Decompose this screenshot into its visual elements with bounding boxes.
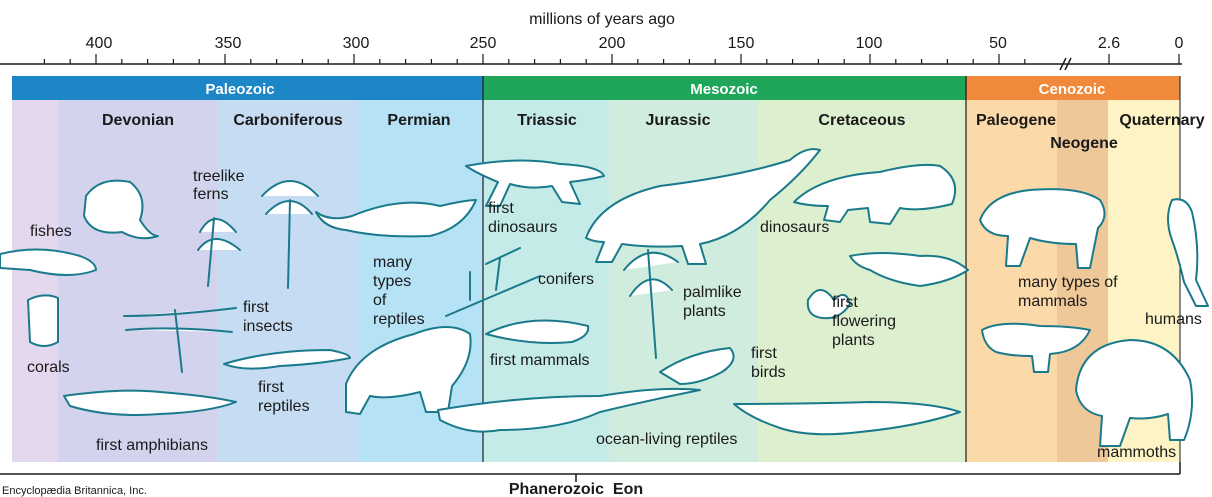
label-many-mammals-line2: mammals (1018, 293, 1087, 310)
period-label-permian: Permian (387, 112, 450, 129)
period-label-jurassic: Jurassic (646, 112, 711, 129)
axis-title: millions of years ago (529, 11, 675, 28)
tick-label-400: 400 (86, 35, 113, 52)
label-flowering-line1: first (832, 294, 858, 311)
eon-bracket: Phanerozoic Eon (0, 462, 1180, 497)
tick-label-200: 200 (599, 35, 626, 52)
label-palmlike-line2: plants (683, 303, 726, 320)
band-early-devonian (12, 100, 58, 462)
label-first-amphibians: first amphibians (96, 437, 208, 454)
label-palmlike-line1: palmlike (683, 284, 742, 301)
label-many-types-line3: of (373, 292, 387, 309)
label-flowering-line3: plants (832, 332, 875, 349)
era-bars: Paleozoic Mesozoic Cenozoic (12, 76, 1180, 100)
label-first-insects-line2: insects (243, 318, 293, 335)
tick-label-250: 250 (470, 35, 497, 52)
label-treelike-line1: treelike (193, 168, 245, 185)
label-many-mammals-line1: many types of (1018, 274, 1118, 291)
era-label-cenozoic: Cenozoic (1039, 81, 1106, 98)
label-first-reptiles-line1: first (258, 379, 284, 396)
tick-label-300: 300 (343, 35, 370, 52)
period-label-neogene: Neogene (1050, 135, 1118, 152)
tick-label-50: 50 (989, 35, 1007, 52)
label-ocean-living-reptiles: ocean-living reptiles (596, 431, 737, 448)
label-flowering-line2: flowering (832, 313, 896, 330)
credit-text: Encyclopædia Britannica, Inc. (2, 485, 147, 497)
period-label-cretaceous: Cretaceous (818, 112, 905, 129)
eon-label: Phanerozoic Eon (509, 481, 643, 497)
label-mammoths: mammoths (1097, 444, 1176, 461)
era-label-mesozoic: Mesozoic (690, 81, 758, 98)
period-label-triassic: Triassic (517, 112, 577, 129)
era-label-paleozoic: Paleozoic (205, 81, 274, 98)
label-dinosaurs: dinosaurs (760, 219, 829, 236)
label-first-birds-line1: first (751, 345, 777, 362)
label-first-dinosaurs-line2: dinosaurs (488, 219, 557, 236)
label-first-birds-line2: birds (751, 364, 786, 381)
tick-label-150: 150 (728, 35, 755, 52)
label-many-types-line4: reptiles (373, 311, 425, 328)
label-first-dinosaurs-line1: first (488, 200, 514, 217)
period-label-paleogene: Paleogene (976, 112, 1056, 129)
label-first-insects-line1: first (243, 299, 269, 316)
axis-minor-ticks (44, 54, 1179, 64)
tick-label-100: 100 (856, 35, 883, 52)
period-label-carboniferous: Carboniferous (233, 112, 342, 129)
label-corals: corals (27, 359, 70, 376)
label-first-mammals: first mammals (490, 352, 590, 369)
time-axis: millions of years ago 400 350 300 250 20… (0, 11, 1184, 70)
tick-label-2-6: 2.6 (1098, 35, 1120, 52)
band-jurassic (609, 100, 758, 462)
tick-label-0: 0 (1175, 35, 1184, 52)
label-treelike-line2: ferns (193, 186, 229, 203)
label-first-reptiles-line2: reptiles (258, 398, 310, 415)
coral-icon (28, 295, 58, 346)
period-label-quaternary: Quaternary (1119, 112, 1204, 129)
period-label-devonian: Devonian (102, 112, 174, 129)
label-humans: humans (1145, 311, 1202, 328)
label-many-types-line1: many (373, 254, 412, 271)
label-many-types-line2: types (373, 273, 411, 290)
tick-label-350: 350 (215, 35, 242, 52)
label-fishes: fishes (30, 223, 72, 240)
label-conifers: conifers (538, 271, 594, 288)
